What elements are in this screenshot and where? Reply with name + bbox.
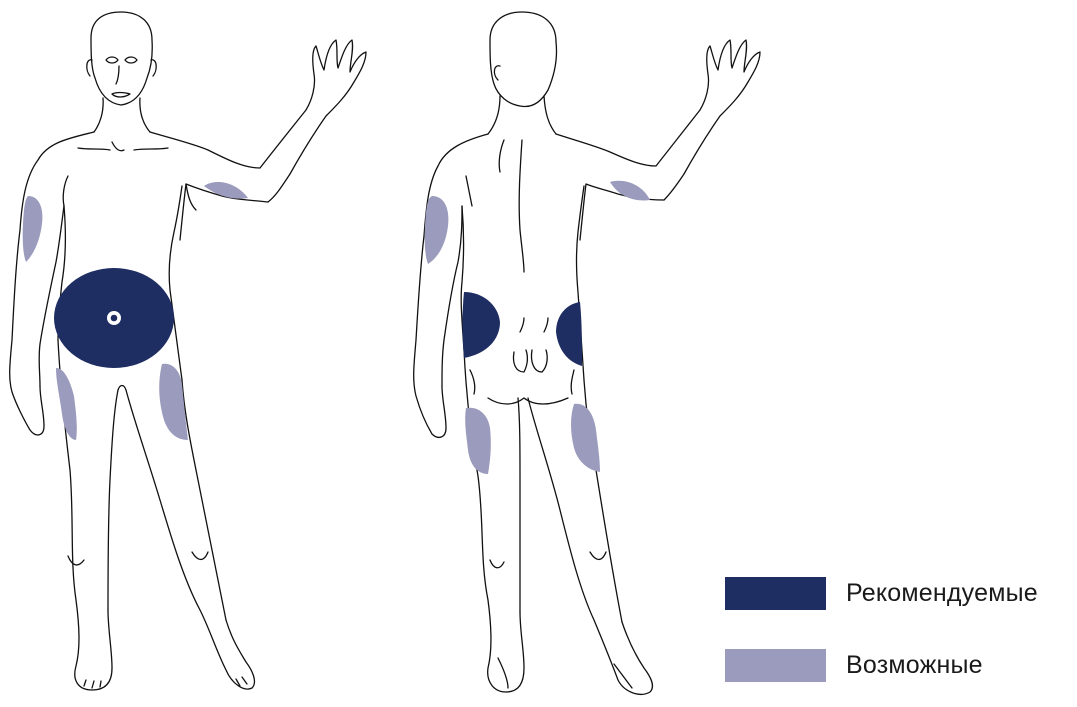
back-right-arm-possible-zone <box>610 181 650 201</box>
front-body-outline <box>10 12 366 690</box>
front-right-arm-possible-zone <box>204 182 248 199</box>
front-right-thigh-possible-zone <box>159 364 188 440</box>
legend-item-possible: Возможные <box>725 647 1038 683</box>
back-figure <box>414 12 760 694</box>
navel-icon <box>107 311 121 325</box>
back-right-thigh-possible-zone <box>571 404 600 472</box>
legend-label-recommended: Рекомендуемые <box>846 579 1038 608</box>
front-left-arm-possible-zone <box>23 196 43 262</box>
possible-swatch <box>725 649 826 682</box>
legend-label-possible: Возможные <box>846 651 983 680</box>
legend-item-recommended: Рекомендуемые <box>725 575 1038 611</box>
legend: Рекомендуемые Возможные <box>725 575 1038 683</box>
front-figure <box>10 12 366 690</box>
back-left-hip-recommended-zone <box>463 292 501 358</box>
back-right-hip-recommended-zone <box>556 302 582 366</box>
recommended-swatch <box>725 577 826 610</box>
front-face <box>106 57 137 97</box>
back-left-thigh-possible-zone <box>465 408 491 474</box>
back-left-arm-possible-zone <box>425 196 449 264</box>
front-left-thigh-possible-zone <box>56 368 77 440</box>
